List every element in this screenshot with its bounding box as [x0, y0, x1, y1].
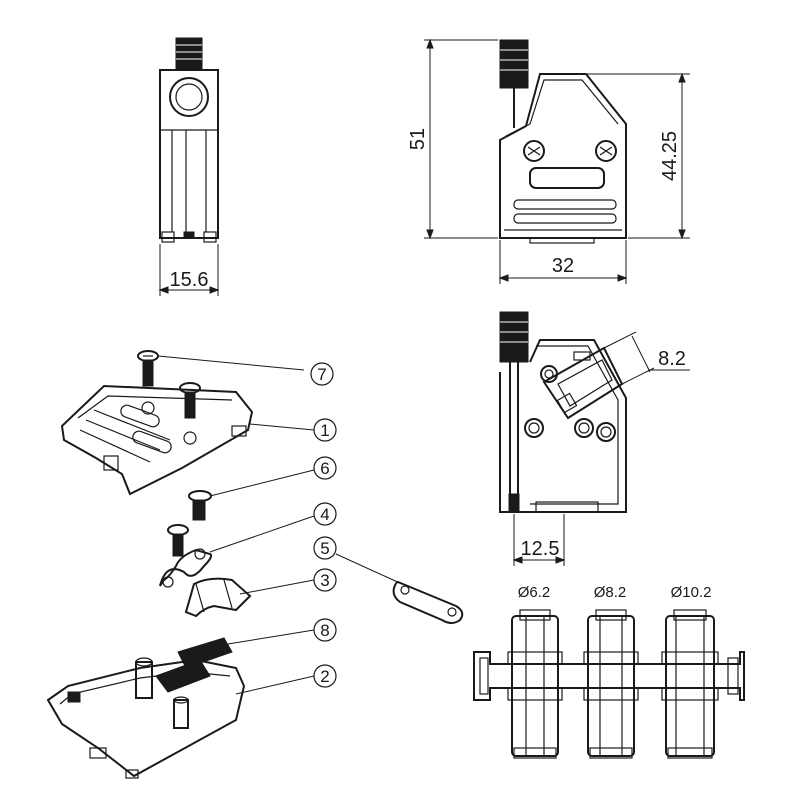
section-knurled-screw — [499, 311, 529, 363]
part-7-screw-second — [179, 382, 201, 419]
label-diameter-3: Ø10.2 — [671, 584, 712, 601]
dim-front-width: 32 — [552, 255, 574, 277]
insert-6-2 — [507, 609, 563, 759]
front-slot — [529, 167, 605, 189]
section-view: 8.2 12.5 — [499, 311, 690, 566]
dim-front-body-height: 44.25 — [659, 131, 681, 181]
svg-text:6: 6 — [320, 459, 329, 478]
insert-8-2 — [583, 609, 639, 759]
label-diameter-1: Ø6.2 — [518, 584, 551, 601]
dim-inner-offset: 12.5 — [521, 538, 560, 560]
part-4-clamp-screw — [159, 515, 315, 588]
side-body — [159, 69, 219, 239]
front-screw-left — [523, 140, 545, 162]
section-body — [499, 339, 627, 513]
svg-text:3: 3 — [320, 571, 329, 590]
dim-side-width: 15.6 — [170, 269, 209, 291]
callout-3: 3 — [313, 568, 337, 592]
side-view: 15.6 — [158, 37, 220, 296]
callout-6: 6 — [313, 456, 337, 480]
part-6-screw — [188, 469, 315, 521]
front-view: 51 44.25 32 — [407, 38, 690, 284]
label-diameter-2: Ø8.2 — [594, 584, 627, 601]
callout-5: 5 — [313, 536, 337, 560]
callouts: 7 1 6 4 5 3 8 2 — [310, 362, 337, 688]
svg-text:1: 1 — [320, 421, 329, 440]
callout-7: 7 — [310, 362, 334, 386]
insert-10-2 — [661, 609, 719, 759]
callout-4: 4 — [313, 502, 337, 526]
dim-front-height: 51 — [407, 128, 429, 150]
side-cable-hole — [169, 77, 209, 117]
svg-text:2: 2 — [320, 667, 329, 686]
svg-text:4: 4 — [320, 505, 329, 524]
part-3-insert — [184, 577, 315, 618]
part-5-clip — [335, 553, 464, 624]
svg-text:5: 5 — [320, 539, 329, 558]
part-7-screw — [137, 350, 305, 387]
exploded-view — [46, 350, 464, 779]
front-screw-right — [595, 140, 617, 162]
side-knurled-screw — [175, 37, 203, 71]
callout-2: 2 — [313, 664, 337, 688]
svg-text:7: 7 — [317, 365, 326, 384]
part-2-bottom-shell — [46, 657, 315, 779]
front-knurled-screw — [499, 39, 529, 89]
dim-clamp-size: 8.2 — [658, 348, 686, 370]
svg-text:8: 8 — [320, 621, 329, 640]
section-clamp — [542, 346, 624, 420]
callout-8: 8 — [313, 618, 337, 642]
insert-runner — [473, 651, 745, 701]
front-body — [499, 73, 627, 239]
strain-relief-inserts: Ø6.2 Ø8.2 Ø10.2 — [473, 584, 745, 759]
callout-1: 1 — [313, 418, 337, 442]
